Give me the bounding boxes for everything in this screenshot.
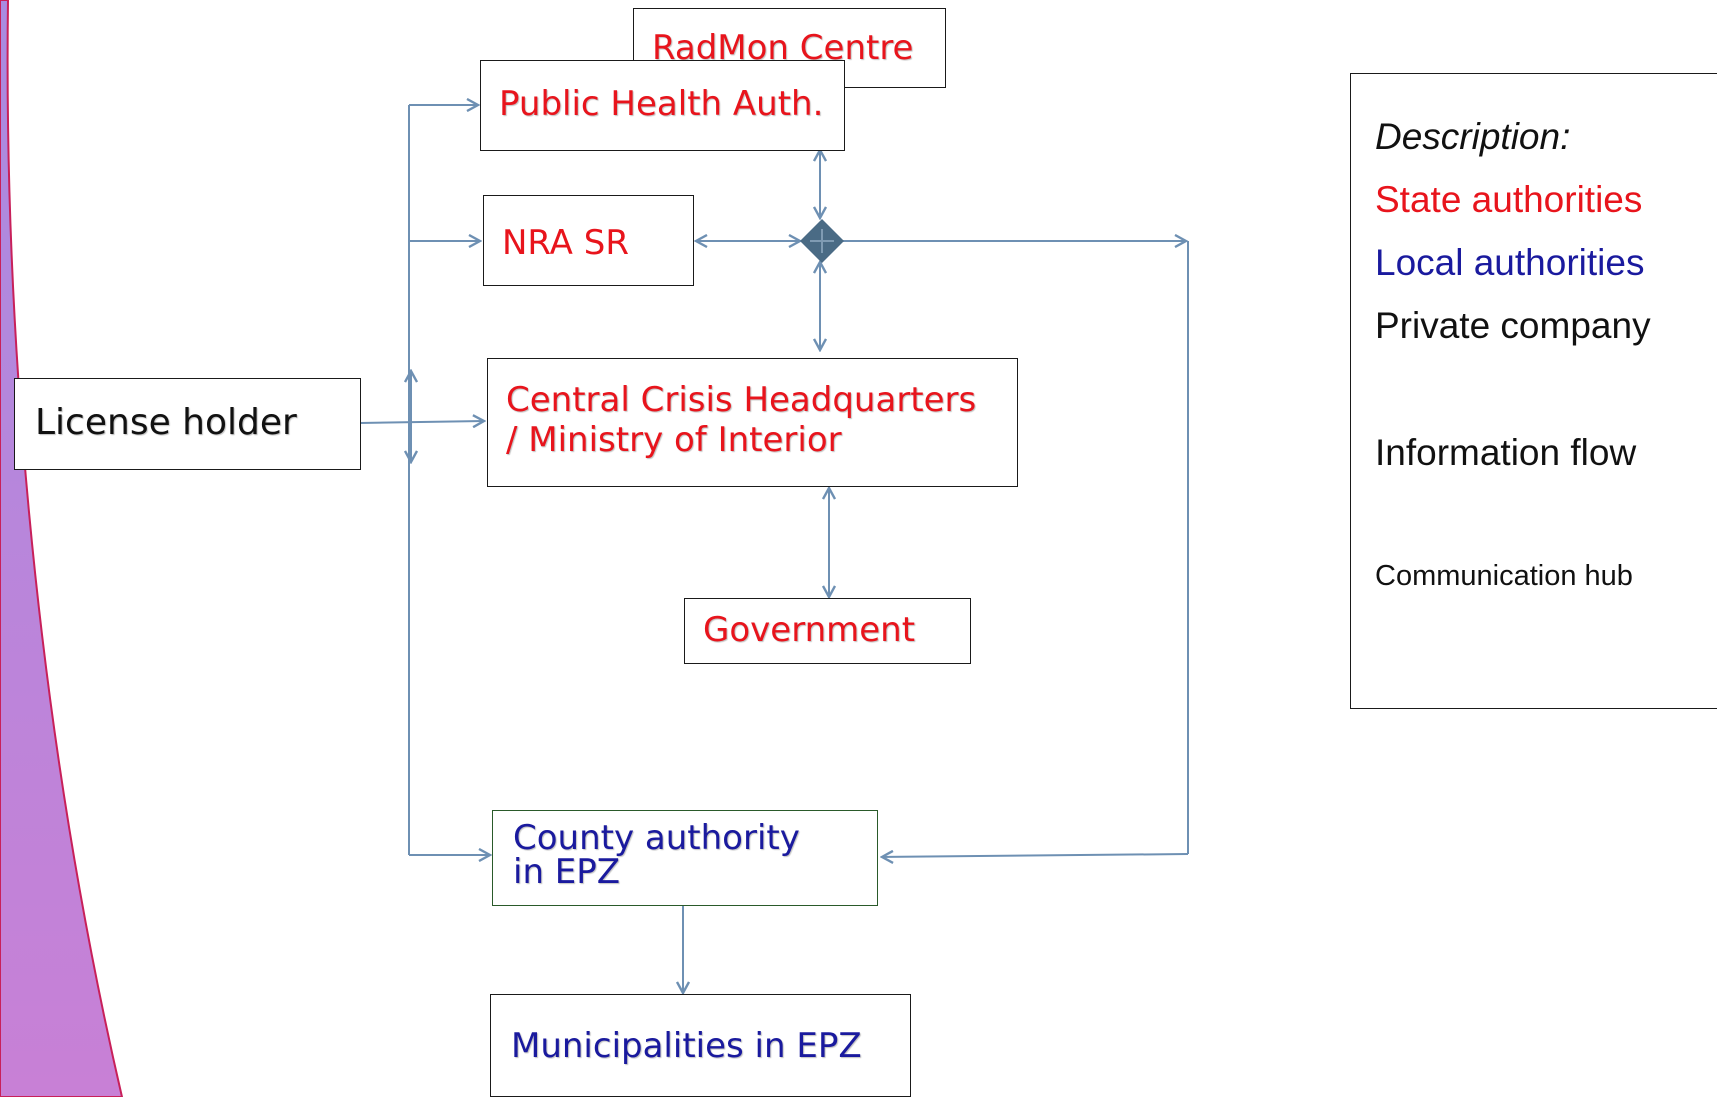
license-holder-box: License holder (14, 378, 361, 470)
communication-hub-icon (800, 219, 844, 263)
crisis-hq-line1: Central Crisis Headquarters (506, 380, 977, 420)
public-health-label: Public Health Auth. (499, 84, 824, 124)
legend-private: Private company (1375, 305, 1651, 346)
radmon-centre-label: RadMon Centre (652, 28, 914, 68)
county-authority-box: County authority in EPZ (492, 810, 878, 906)
side-swoosh-decoration (0, 0, 124, 1097)
license-holder-label: License holder (35, 402, 297, 443)
county-authority-line1: County authority (513, 818, 800, 858)
nra-label: NRA SR (502, 223, 629, 263)
public-health-box: Public Health Auth. (480, 60, 845, 151)
nra-box: NRA SR (483, 195, 694, 286)
legend-local: Local authorities (1375, 242, 1645, 283)
legend-state: State authorities (1375, 179, 1643, 220)
government-label: Government (703, 610, 916, 650)
crisis-hq-box: Central Crisis Headquarters / Ministry o… (487, 358, 1018, 487)
legend-hub: Communication hub (1375, 560, 1633, 592)
legend-box: Description: State authorities Local aut… (1350, 73, 1717, 709)
municipalities-label: Municipalities in EPZ (511, 1026, 862, 1066)
arrow-to-county-right (882, 854, 1189, 857)
municipalities-box: Municipalities in EPZ (490, 994, 911, 1097)
legend-heading: Description: (1375, 116, 1571, 157)
county-authority-line2: in EPZ (513, 852, 621, 892)
legend-flow: Information flow (1375, 432, 1637, 473)
crisis-hq-line2: / Ministry of Interior (506, 420, 842, 460)
arrow-license-to-ccg (359, 421, 484, 423)
government-box: Government (684, 598, 971, 664)
